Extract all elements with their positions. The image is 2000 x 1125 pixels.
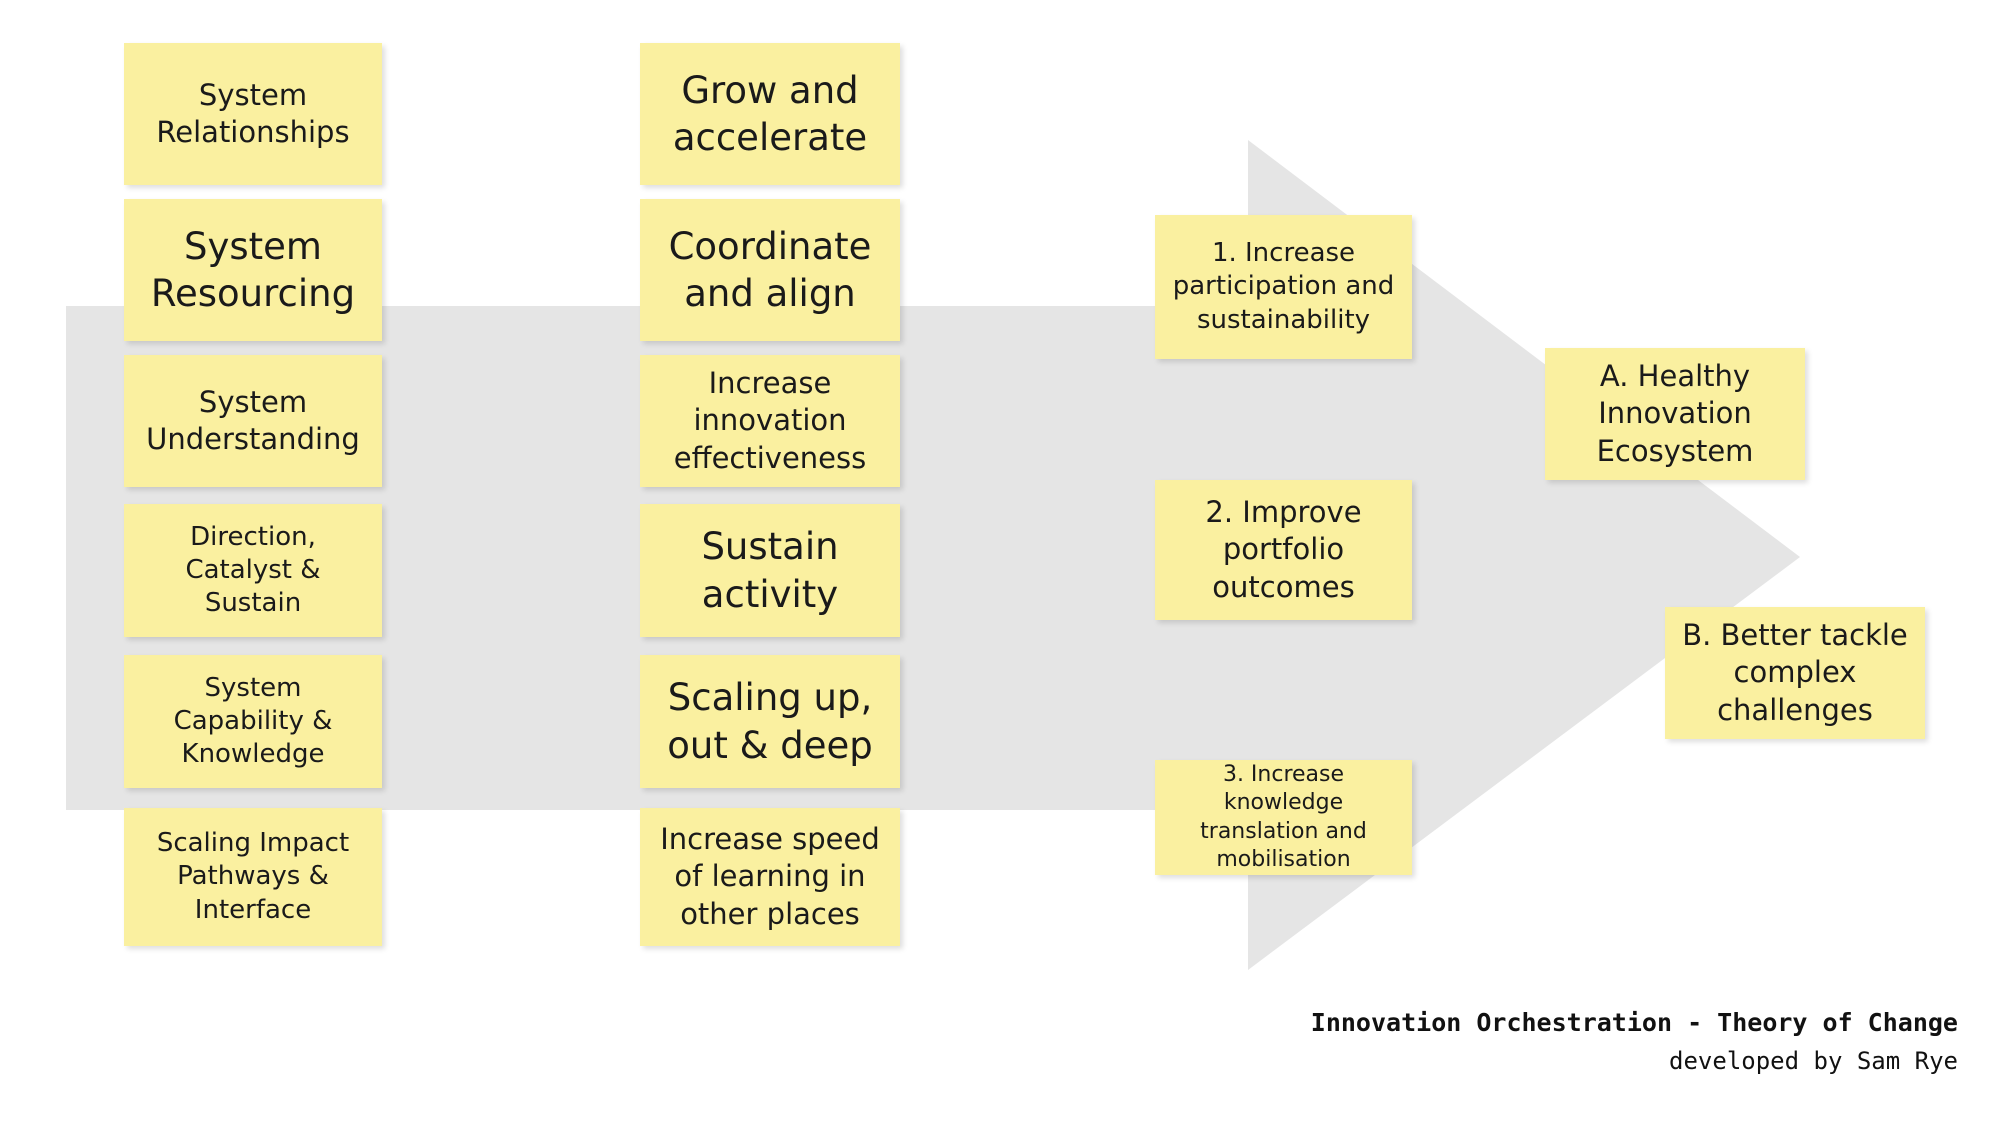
note-scaling-impact-pathways-interface[interactable]: Scaling Impact Pathways & Interface — [124, 808, 382, 946]
note-coordinate-and-align[interactable]: Coordinate and align — [640, 199, 900, 341]
note-label: Increase innovation effectiveness — [673, 366, 867, 475]
note-outcome-2-improve-portfolio[interactable]: 2. Improve portfolio outcomes — [1155, 480, 1412, 620]
note-label: Increase speed of learning in other plac… — [660, 822, 880, 931]
note-label: 2. Improve portfolio outcomes — [1205, 495, 1362, 604]
note-system-relationships[interactable]: System Relationships — [124, 43, 382, 185]
note-increase-speed-of-learning[interactable]: Increase speed of learning in other plac… — [640, 808, 900, 946]
note-label: A. Healthy Innovation Ecosystem — [1596, 359, 1754, 468]
note-increase-innovation-effectiveness[interactable]: Increase innovation effectiveness — [640, 355, 900, 487]
note-label: System Resourcing — [150, 224, 356, 315]
note-outcome-1-increase-participation[interactable]: 1. Increase participation and sustainabi… — [1155, 215, 1412, 359]
diagram-title: Innovation Orchestration - Theory of Cha… — [1310, 1008, 1958, 1037]
note-label: Direction, Catalyst & Sustain — [185, 521, 321, 619]
note-system-capability-knowledge[interactable]: System Capability & Knowledge — [124, 655, 382, 788]
note-label: Coordinate and align — [668, 224, 872, 315]
note-label: System Relationships — [156, 77, 350, 149]
note-label: Scaling up, out & deep — [667, 676, 873, 767]
note-label: Scaling Impact Pathways & Interface — [156, 828, 350, 925]
note-scaling-up-out-deep[interactable]: Scaling up, out & deep — [640, 655, 900, 788]
note-label: 1. Increase participation and sustainabi… — [1172, 238, 1395, 335]
note-label: Sustain activity — [701, 525, 839, 616]
note-direction-catalyst-sustain[interactable]: Direction, Catalyst & Sustain — [124, 504, 382, 637]
note-label: Grow and accelerate — [672, 68, 868, 159]
note-impact-a-healthy-innovation-ecosystem[interactable]: A. Healthy Innovation Ecosystem — [1545, 348, 1805, 480]
diagram-subtitle: developed by Sam Rye — [1669, 1047, 1958, 1075]
note-sustain-activity[interactable]: Sustain activity — [640, 504, 900, 637]
note-system-resourcing[interactable]: System Resourcing — [124, 199, 382, 341]
note-label: System Capability & Knowledge — [173, 672, 333, 770]
note-label: System Understanding — [146, 384, 360, 456]
note-label: 3. Increase knowledge translation and mo… — [1200, 762, 1367, 872]
note-grow-and-accelerate[interactable]: Grow and accelerate — [640, 43, 900, 185]
note-impact-b-better-tackle-complex-challenges[interactable]: B. Better tackle complex challenges — [1665, 607, 1925, 739]
note-system-understanding[interactable]: System Understanding — [124, 355, 382, 487]
note-outcome-3-increase-knowledge-translation[interactable]: 3. Increase knowledge translation and mo… — [1155, 760, 1412, 875]
note-label: B. Better tackle complex challenges — [1682, 618, 1908, 727]
